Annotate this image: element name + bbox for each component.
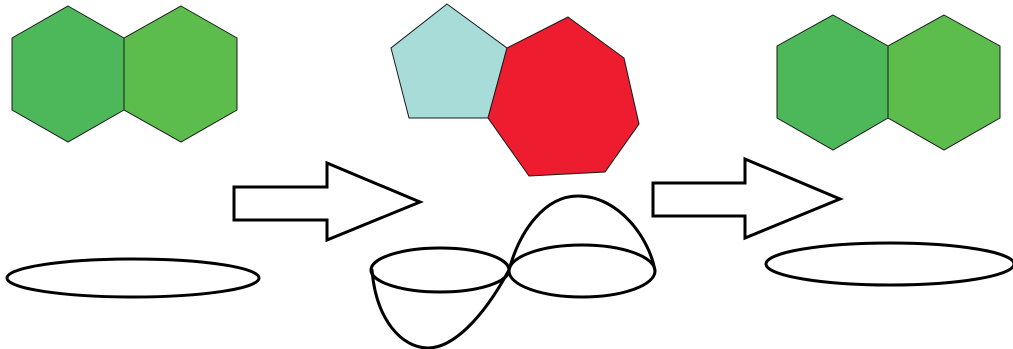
left-flat-ellipse: [7, 259, 259, 297]
left-hexagon-2: [124, 6, 237, 142]
saddle-left-rim: [371, 248, 509, 292]
middle-saddle-surface: [371, 196, 655, 348]
arrow-right-2: [653, 159, 840, 238]
right-hexagon-1: [777, 15, 888, 150]
right-panel: [766, 15, 1013, 285]
middle-heptagon: [488, 17, 639, 176]
saddle-left-bowl: [372, 270, 509, 348]
saddle-right-rim: [509, 245, 655, 297]
saddle-right-dome: [509, 196, 655, 271]
right-hexagon-2: [888, 15, 1000, 150]
middle-pentagon: [391, 4, 507, 118]
left-hexagon-1: [12, 6, 124, 142]
right-flat-ellipse: [766, 243, 1013, 285]
arrow-right-1: [234, 163, 420, 240]
middle-panel: [371, 4, 655, 348]
left-panel: [7, 6, 259, 297]
